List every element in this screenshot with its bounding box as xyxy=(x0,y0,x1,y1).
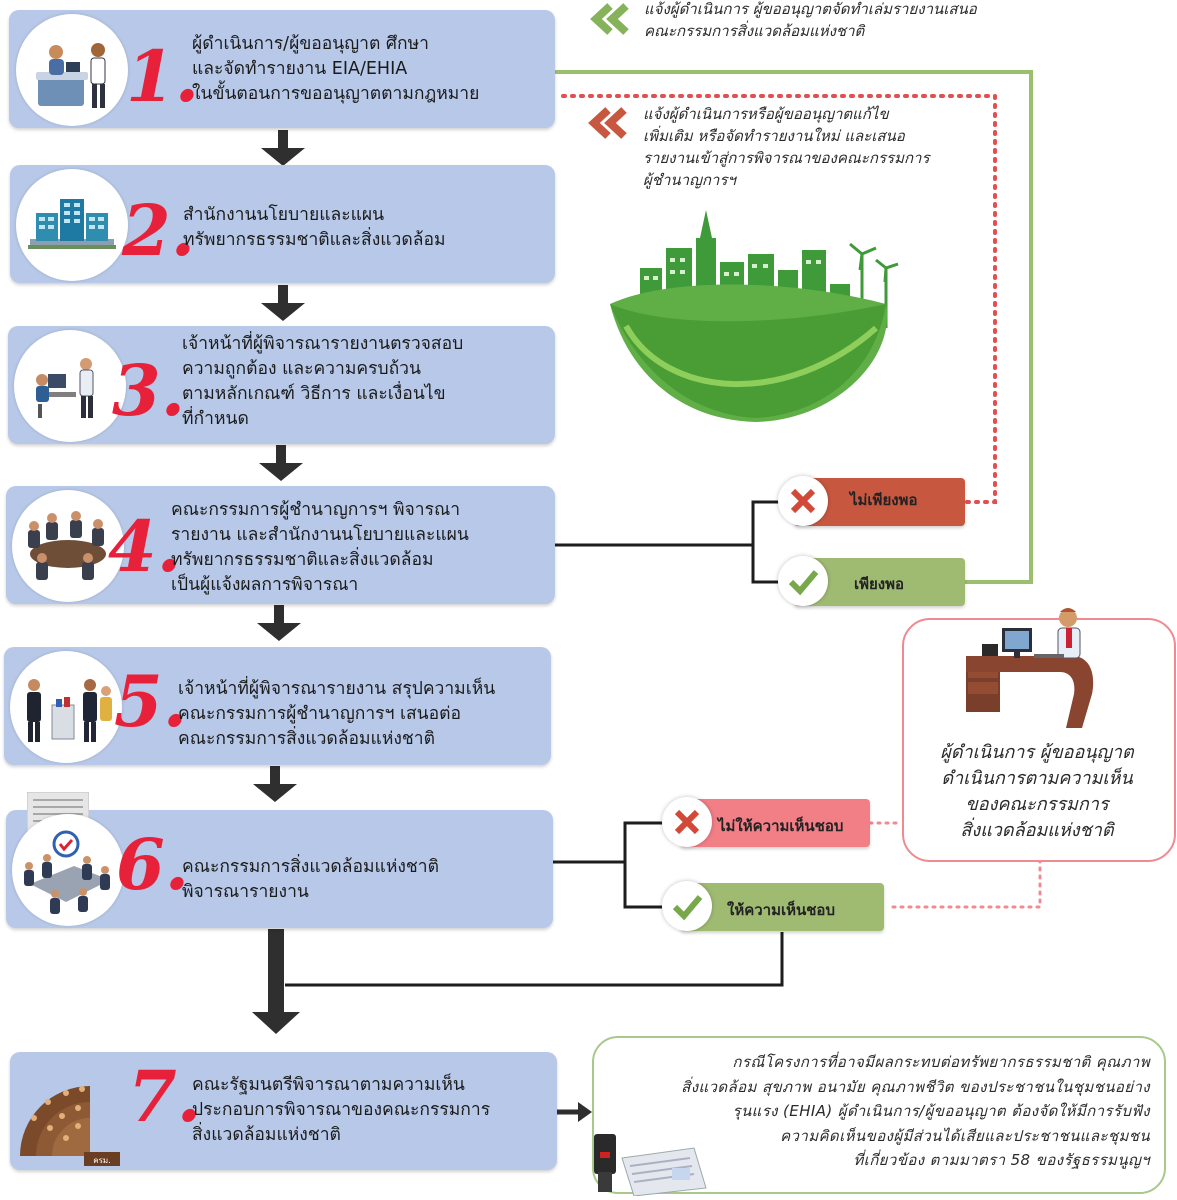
arrow-5-6 xyxy=(270,766,280,786)
approve-icon-circle xyxy=(662,881,712,931)
check-mark-icon xyxy=(672,895,703,921)
operator-text: ผู้ดำเนินการ ผู้ขออนุญาต ดำเนินการตามควา… xyxy=(940,742,1134,841)
check-mark-icon xyxy=(788,570,819,596)
x-mark-icon xyxy=(790,488,816,514)
documents-and-stamp-icon xyxy=(594,1134,707,1197)
operator-desk-illustration xyxy=(962,604,1102,734)
office-building-icon xyxy=(28,199,116,249)
step-2-icon-circle xyxy=(16,169,128,281)
arrow-2-3 xyxy=(278,285,288,305)
arrow-3-4 xyxy=(276,445,286,465)
chevron-left-icon-orange xyxy=(584,106,634,140)
line-approve-to-step7 xyxy=(285,932,784,987)
reception-desk-icon xyxy=(36,43,106,108)
step-7-box xyxy=(10,1052,557,1170)
approve-pill xyxy=(680,883,884,931)
step-5-number: 5. xyxy=(114,660,188,743)
step-3-icon-circle xyxy=(14,330,126,442)
step-2-number: 2. xyxy=(122,189,196,272)
approve-label: ให้ความเห็นชอบ xyxy=(727,901,835,919)
conference-table-icon xyxy=(24,830,110,914)
step-4-number: 4. xyxy=(108,505,182,588)
arrow-4-5 xyxy=(274,605,284,625)
step-1-text: ผู้ดำเนินการ/ผู้ขออนุญาต ศึกษาและจัดทำรา… xyxy=(192,34,480,104)
step-7-icon: ครม. xyxy=(14,1056,126,1168)
step-3-number: 3. xyxy=(112,349,186,432)
arrow-6-7 xyxy=(268,929,284,1014)
step-5-icon-circle xyxy=(10,651,122,763)
staff-reviewing-icon xyxy=(36,358,94,418)
step-6-icon-circle xyxy=(12,814,124,926)
line-operator-to-approve xyxy=(886,858,1042,909)
step-7-text: คณะรัฐมนตรีพิจารณาตามความเห็นประกอบการพิ… xyxy=(192,1075,491,1145)
green-city-illustration xyxy=(606,208,912,428)
step-6-text: คณะกรรมการสิ่งแวดล้อมแห่งชาติพิจารณารายง… xyxy=(182,857,439,902)
insufficient-icon-circle xyxy=(778,476,828,526)
step-6-number: 6. xyxy=(116,823,190,906)
step-1-icon-circle xyxy=(16,14,128,126)
sufficient-icon-circle xyxy=(778,556,828,606)
eco-city-leaf-icon xyxy=(610,210,899,422)
line-insufficient-to-revise xyxy=(558,94,997,504)
hearing-documents-illustration xyxy=(594,1122,714,1197)
step-3-text: เจ้าหน้าที่ผู้พิจารณารายงานตรวจสอบความถู… xyxy=(182,334,464,429)
ehia-note-text: กรณีโครงการที่อาจมีผลกระทบต่อทรัพยากรธรร… xyxy=(681,1053,1150,1169)
cabinet-sign-label: ครม. xyxy=(93,1156,110,1165)
notice-submit-report: แจ้งผู้ดำเนินการ ผู้ขออนุญาตจัดทำเล่มราย… xyxy=(644,0,977,40)
chevron-left-icon-green xyxy=(586,2,636,36)
step-4-icon-circle xyxy=(12,490,124,602)
meeting-committee-icon xyxy=(28,511,106,580)
insufficient-label: ไม่เพียงพอ xyxy=(850,491,918,509)
disapprove-label: ไม่ให้ความเห็นชอบ xyxy=(718,817,844,835)
step-5-text: เจ้าหน้าที่ผู้พิจารณารายงาน สรุปความเห็น… xyxy=(178,679,496,749)
disapprove-icon-circle xyxy=(662,797,712,847)
staff-presenting-icon xyxy=(27,679,112,742)
arrow-1-2 xyxy=(278,130,288,150)
desk-worker-icon xyxy=(966,608,1094,728)
step-7-number: 7. xyxy=(128,1055,202,1138)
step-1-number: 1. xyxy=(126,35,200,118)
step-2-text: สำนักงานนโยบายและแผนทรัพยากรธรรมชาติและส… xyxy=(183,205,446,250)
x-mark-icon xyxy=(674,809,700,835)
notice-revise-report: แจ้งผู้ดำเนินการหรือผู้ขออนุญาตแก้ไขเพิ่… xyxy=(643,105,930,189)
line-step1-to-sufficient xyxy=(555,70,1033,584)
parliament-seats-icon: ครม. xyxy=(20,1086,120,1166)
sufficient-label: เพียงพอ xyxy=(854,575,905,593)
step-4-text: คณะกรรมการผู้ชำนาญการฯ พิจารณารายงาน และ… xyxy=(171,500,469,595)
